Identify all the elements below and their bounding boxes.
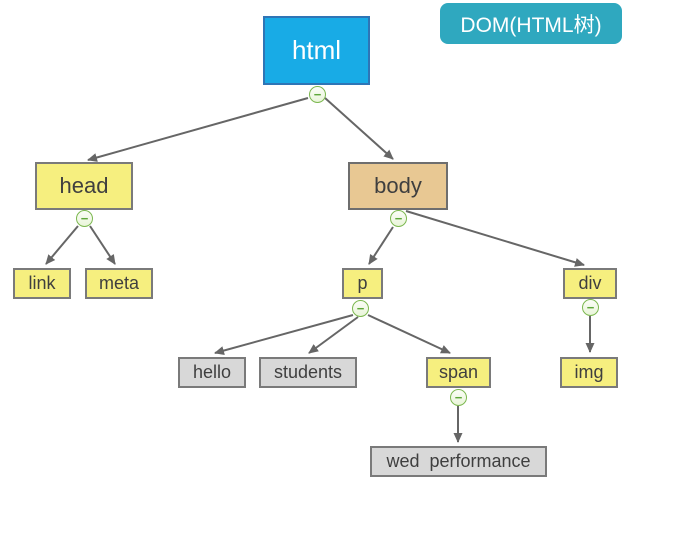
node-meta[interactable]: meta (85, 268, 153, 299)
edge-p-span (367, 314, 451, 354)
edge-body-div (405, 210, 585, 267)
node-div[interactable]: div (563, 268, 617, 299)
collapse-icon-body[interactable]: − (390, 210, 407, 227)
collapse-icon-html[interactable]: − (309, 86, 326, 103)
node-link[interactable]: link (13, 268, 71, 299)
edge-p-hello (214, 314, 354, 355)
node-head[interactable]: head (35, 162, 133, 210)
minus-icon: − (356, 301, 365, 316)
diagram-title-badge: DOM(HTML树) (440, 3, 622, 44)
minus-icon: − (313, 87, 322, 102)
minus-icon: − (586, 300, 595, 315)
collapse-icon-p[interactable]: − (352, 300, 369, 317)
node-html[interactable]: html (263, 16, 370, 85)
edge-body-p (368, 226, 394, 265)
edge-p-students (308, 316, 359, 354)
node-body[interactable]: body (348, 162, 448, 210)
node-wed-performance[interactable]: wed performance (370, 446, 547, 477)
node-p[interactable]: p (342, 268, 383, 299)
collapse-icon-span[interactable]: − (450, 389, 467, 406)
minus-icon: − (80, 211, 89, 226)
edge-head-link (45, 225, 79, 265)
node-hello[interactable]: hello (178, 357, 246, 388)
edge-html-body (324, 97, 394, 160)
edge-head-meta (89, 225, 116, 265)
node-img[interactable]: img (560, 357, 618, 388)
edge-html-head (87, 97, 309, 162)
collapse-icon-head[interactable]: − (76, 210, 93, 227)
collapse-icon-div[interactable]: − (582, 299, 599, 316)
node-span[interactable]: span (426, 357, 491, 388)
minus-icon: − (394, 211, 403, 226)
minus-icon: − (454, 390, 463, 405)
node-students[interactable]: students (259, 357, 357, 388)
